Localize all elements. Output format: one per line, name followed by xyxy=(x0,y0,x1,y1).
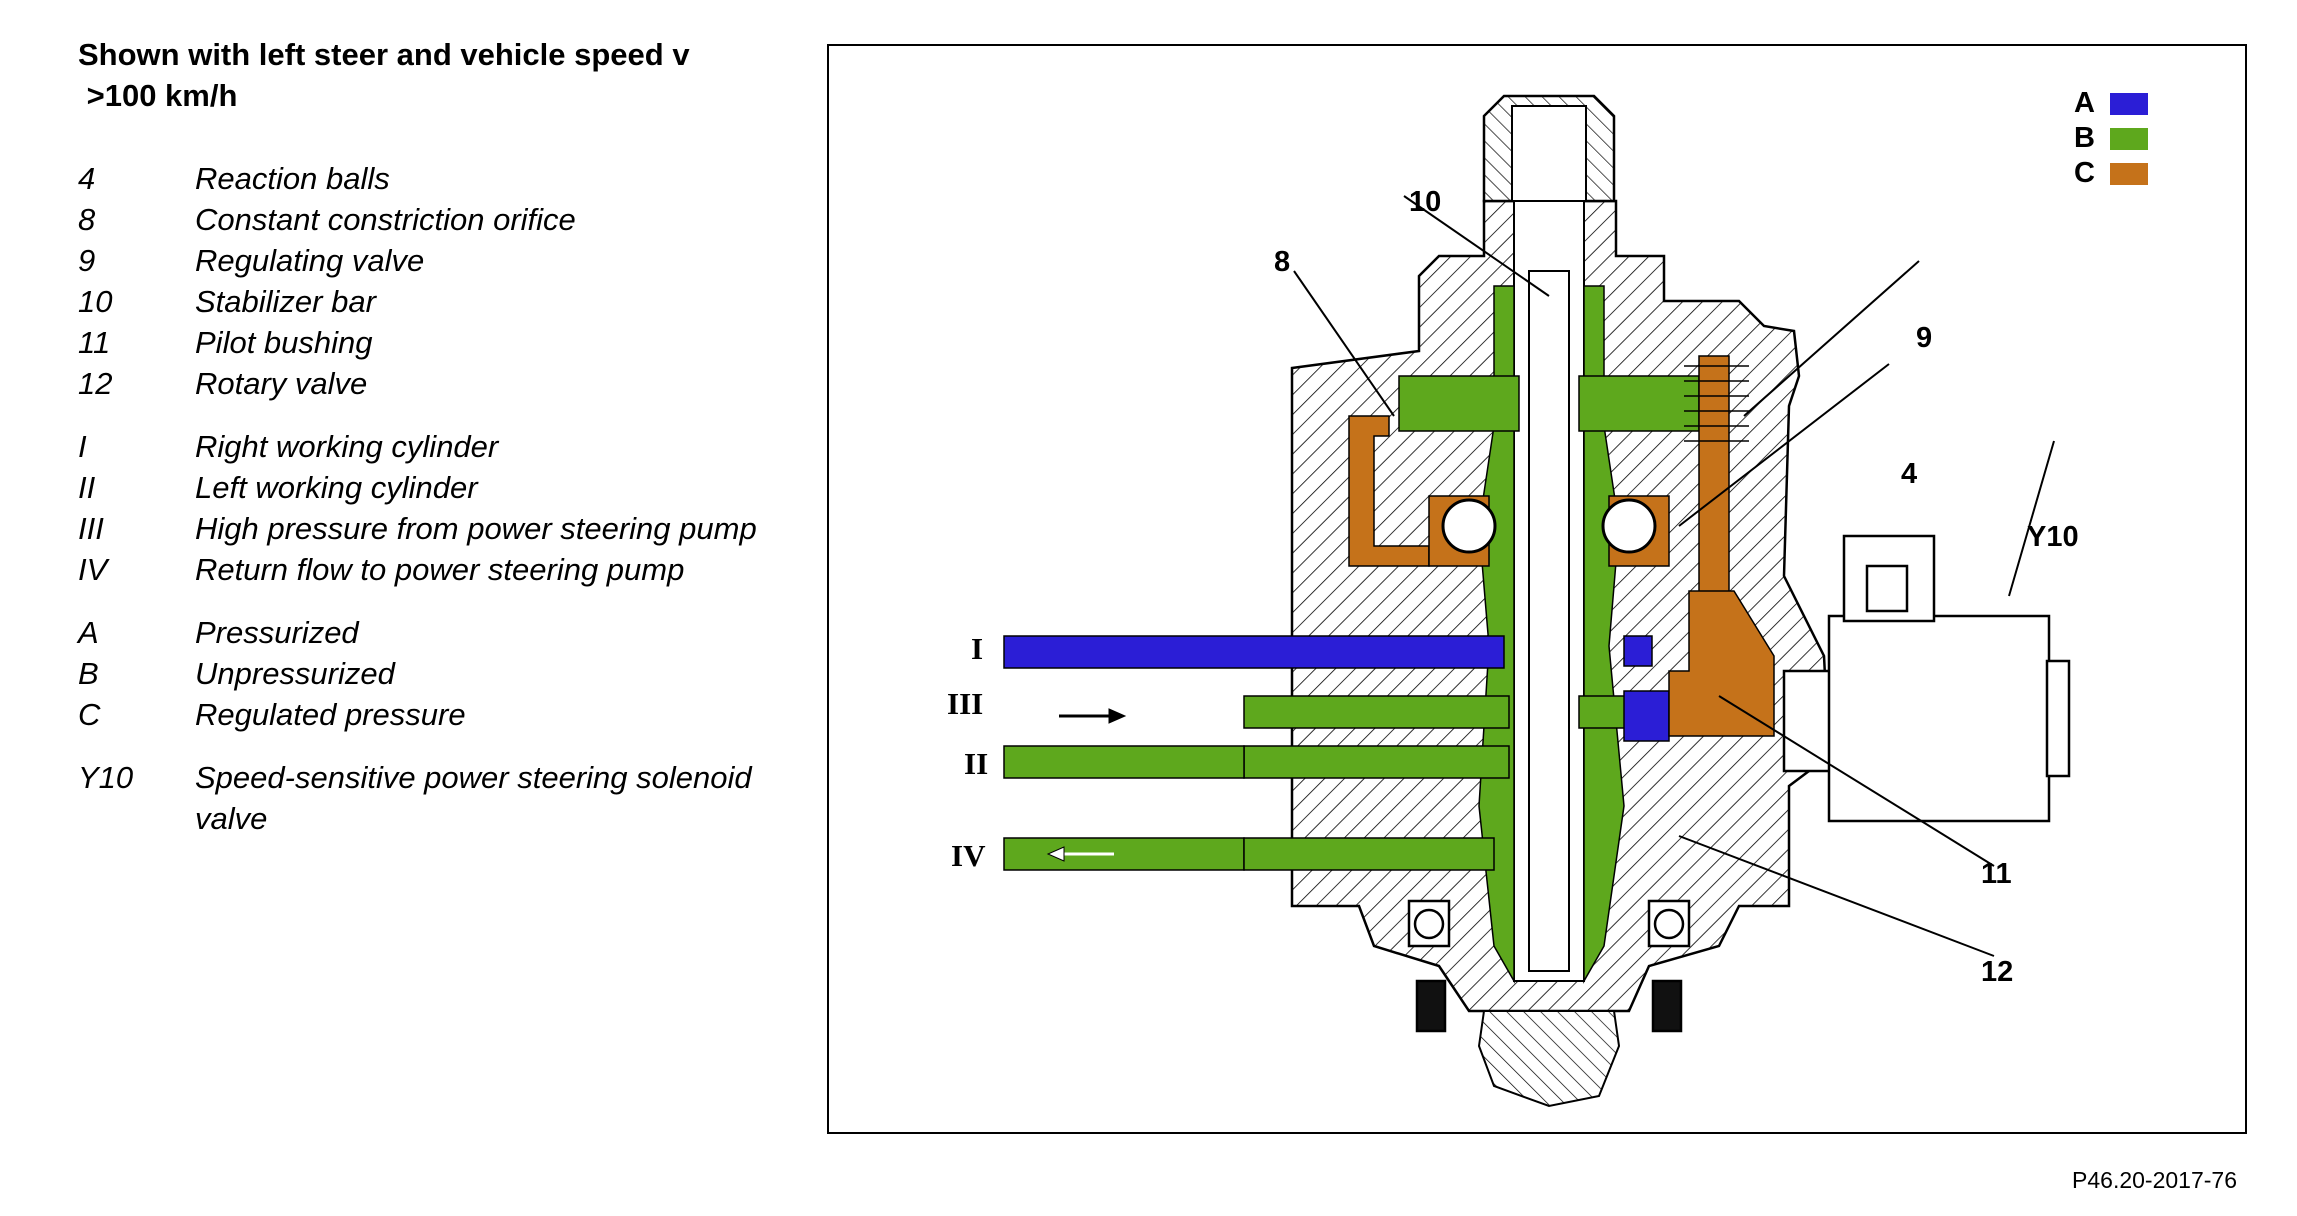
port-label-iv: IV xyxy=(951,838,986,873)
legend-key: 4 xyxy=(78,161,96,196)
unpressurized-channels xyxy=(1003,285,1700,984)
callout-9: 9 xyxy=(1916,322,1933,354)
callout-4: 4 xyxy=(1901,458,1918,490)
legend-key: 11 xyxy=(78,325,111,360)
legend-key: III xyxy=(78,511,104,546)
legend-item: Y10 Speed-sensitive power steering soleno… xyxy=(78,757,778,839)
legend-gap xyxy=(78,404,778,426)
worm-gear xyxy=(1477,1010,1621,1108)
legend-text: Left working cylinder xyxy=(195,470,478,505)
legend-key: Y10 xyxy=(78,760,134,795)
leader-lines xyxy=(1293,195,2055,957)
color-key-row: C xyxy=(2074,156,2148,191)
figure-code: P46.20-2017-76 xyxy=(2072,1167,2237,1193)
legend-key: 9 xyxy=(78,243,96,278)
lower-bearings xyxy=(1407,899,1691,1033)
legend-key: 8 xyxy=(78,202,96,237)
color-key-letter: C xyxy=(2074,157,2095,189)
color-key-letter: B xyxy=(2074,122,2095,154)
pressurized-channels xyxy=(1003,635,1670,742)
legend: 4 Reaction balls 8 Constant constriction or… xyxy=(78,158,778,839)
legend-item: 11 Pilot bushing xyxy=(78,322,778,363)
legend-text: Regulating valve xyxy=(195,243,425,278)
legend-key: 10 xyxy=(78,284,113,319)
legend-text: Reaction balls xyxy=(195,161,390,196)
legend-item: I Right working cylinder xyxy=(78,426,778,467)
legend-item: 8 Constant constriction orifice xyxy=(78,199,778,240)
stabilizer-bar xyxy=(1528,270,1570,972)
legend-text: High pressure from power steering pump xyxy=(195,511,757,546)
legend-text: Pilot bushing xyxy=(195,325,373,360)
legend-text: Speed-sensitive power steering solenoid … xyxy=(195,760,752,836)
legend-key: IV xyxy=(78,552,108,587)
legend-key: I xyxy=(78,429,87,464)
color-key-row: B xyxy=(2074,121,2148,156)
regulating-spring xyxy=(1684,365,1749,442)
port-arrows xyxy=(1046,708,1127,862)
legend-key: B xyxy=(78,656,99,691)
legend-text: Rotary valve xyxy=(195,366,368,401)
legend-item: A Pressurized xyxy=(78,612,778,653)
color-swatch xyxy=(2110,162,2148,185)
legend-text: Pressurized xyxy=(195,615,359,650)
callout-y10: Y10 xyxy=(2027,521,2079,553)
y10-solenoid xyxy=(1782,534,2071,823)
legend-item: 9 Regulating valve xyxy=(78,240,778,281)
callout-12: 12 xyxy=(1981,956,2014,988)
page-title: Shown with left steer and vehicle speed … xyxy=(78,37,690,113)
legend-item: IV Return flow to power steering pump xyxy=(78,549,778,590)
legend-text: Right working cylinder xyxy=(195,429,499,464)
legend-key: C xyxy=(78,697,101,732)
legend-item: 12 Rotary valve xyxy=(78,363,778,404)
legend-item: II Left working cylinder xyxy=(78,467,778,508)
legend-item: B Unpressurized xyxy=(78,653,778,694)
color-swatch xyxy=(2110,92,2148,115)
valve-diagram xyxy=(1003,94,2071,1108)
callout-8: 8 xyxy=(1274,246,1291,278)
legend-gap xyxy=(78,735,778,757)
legend-key: 12 xyxy=(78,366,113,401)
legend-text: Stabilizer bar xyxy=(195,284,376,319)
legend-gap xyxy=(78,590,778,612)
legend-text: Return flow to power steering pump xyxy=(195,552,685,587)
legend-item: C Regulated pressure xyxy=(78,694,778,735)
legend-text: Unpressurized xyxy=(195,656,395,691)
color-key-row: A xyxy=(2074,86,2148,121)
callout-10: 10 xyxy=(1409,186,1442,218)
legend-key: II xyxy=(78,470,96,505)
port-label-iii: III xyxy=(947,686,984,721)
legend-item: 4 Reaction balls xyxy=(78,158,778,199)
shaft-nut xyxy=(1511,105,1587,202)
legend-text: Regulated pressure xyxy=(195,697,466,732)
port-label-ii: II xyxy=(964,746,989,781)
reaction-balls xyxy=(1441,498,1657,554)
callout-11: 11 xyxy=(1981,858,2012,890)
color-key-letter: A xyxy=(2074,87,2095,119)
legend-item: 10 Stabilizer bar xyxy=(78,281,778,322)
legend-item: III High pressure from power steering pum… xyxy=(78,508,778,549)
legend-key: A xyxy=(78,615,99,650)
legend-text: Constant constriction orifice xyxy=(195,202,576,237)
port-label-i: I xyxy=(971,631,984,666)
color-swatch xyxy=(2110,127,2148,150)
